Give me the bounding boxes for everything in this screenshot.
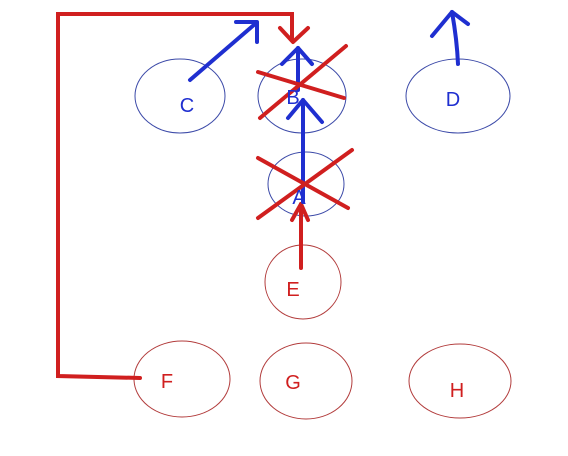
node-a-label: A: [292, 187, 306, 209]
node-g-label: G: [285, 372, 301, 394]
node-c-label: C: [180, 95, 194, 117]
node-f-label: F: [161, 371, 173, 393]
node-d-label: D: [446, 89, 460, 111]
cross-a-stroke-2: [256, 148, 354, 220]
arrowhead-e-to-a: [290, 202, 310, 222]
node-f-ellipse: [133, 340, 231, 418]
node-e-label: E: [286, 279, 299, 301]
edge-d-up: [450, 10, 460, 66]
node-g-ellipse: [259, 342, 353, 420]
node-c-ellipse: [134, 58, 226, 134]
arrowhead-b-up: [280, 46, 314, 66]
node-b-label: B: [286, 87, 299, 109]
arrowhead-f-to-b: [278, 26, 310, 44]
arrowhead-a-to-b: [286, 98, 324, 124]
node-h-ellipse: [408, 343, 512, 419]
arrowhead-d-up: [430, 10, 470, 38]
edge-c-up-right: [188, 22, 257, 82]
cross-b-stroke-2: [258, 44, 348, 120]
arrowhead-c-up-right: [234, 20, 259, 44]
node-h-label: H: [450, 380, 464, 402]
edge-f-to-b: [56, 12, 294, 380]
